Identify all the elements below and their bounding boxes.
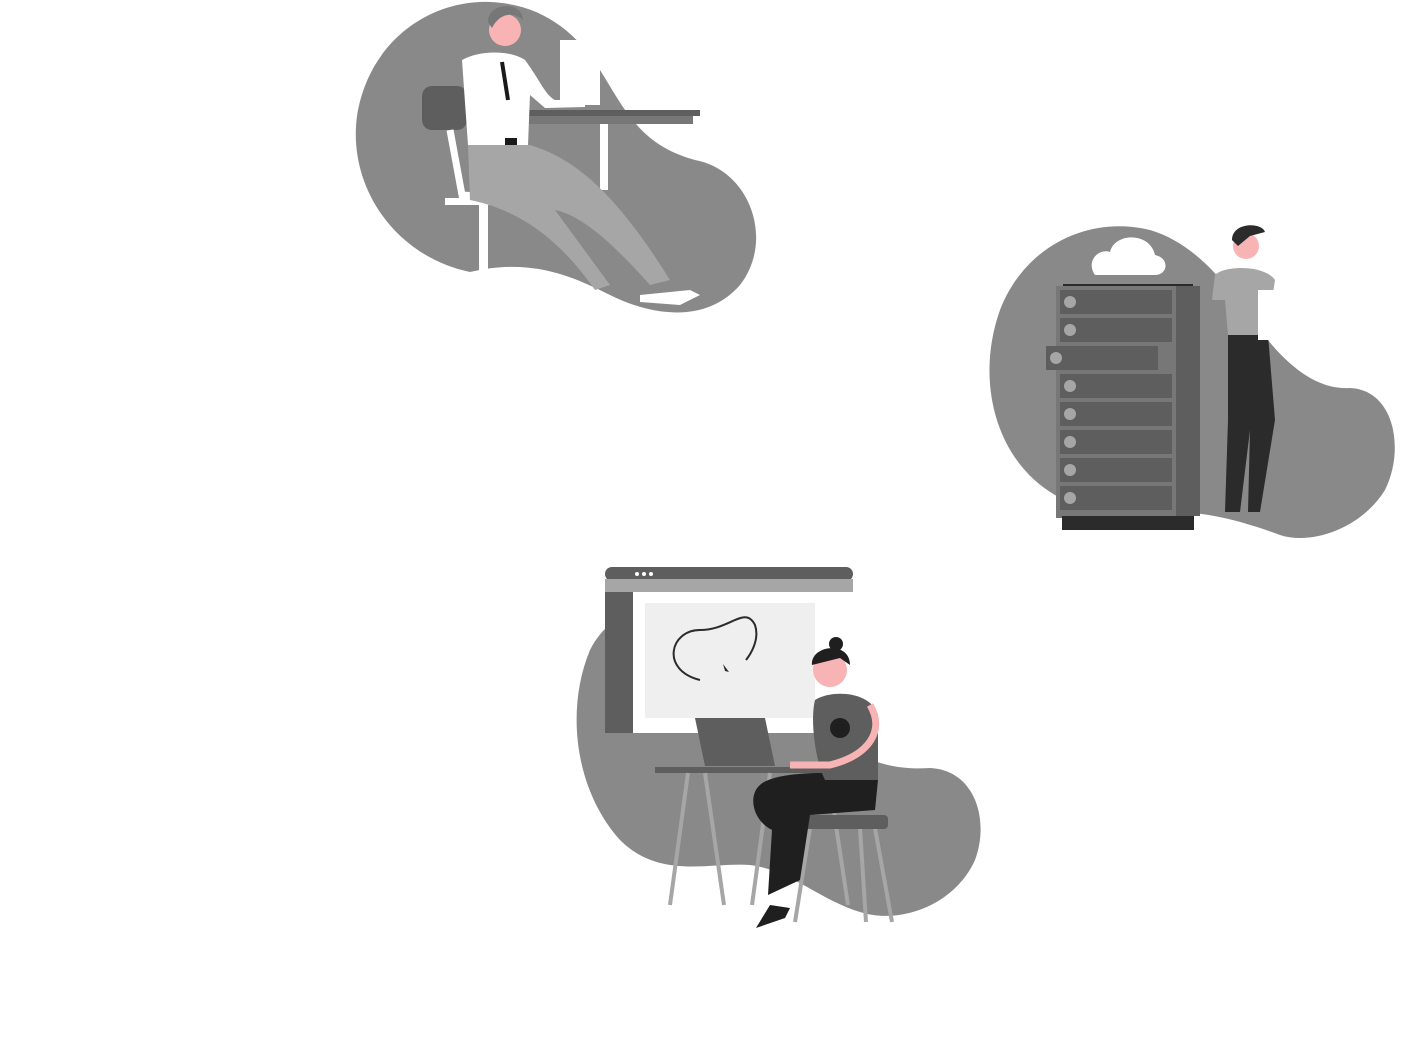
head (489, 14, 521, 46)
hair-bun (829, 637, 843, 651)
woman-hair (811, 648, 850, 665)
rack-base (1062, 516, 1194, 530)
shirt (462, 52, 585, 145)
desk-top-under (470, 116, 693, 124)
window-dots-icon (635, 572, 653, 576)
tie (500, 61, 510, 101)
monitor (560, 40, 600, 105)
tool-sidebar (605, 592, 633, 733)
document (1258, 290, 1298, 340)
person-legs (1225, 335, 1275, 512)
canvas-area (645, 603, 815, 718)
browser-titlebar (605, 567, 853, 581)
rack-side (1175, 286, 1200, 516)
server-rack-illustration (989, 225, 1395, 538)
server-lights (1050, 296, 1076, 504)
drawn-curve (672, 616, 758, 681)
shoe (756, 905, 790, 928)
shirt-logo (830, 718, 850, 738)
chair-back (422, 86, 467, 130)
cloud-icon (1091, 237, 1166, 275)
man-at-desk-illustration (355, 1, 757, 313)
desk-leg (600, 120, 608, 190)
hair (488, 5, 523, 28)
woman-arm (790, 703, 880, 769)
belt (505, 138, 517, 145)
laptop (695, 718, 775, 766)
stool-seat (805, 815, 888, 829)
cursor-icon (723, 664, 729, 672)
legs (468, 145, 670, 290)
chair-leg (479, 140, 488, 272)
person-hair (1232, 225, 1265, 246)
rack-top (1063, 284, 1193, 287)
laptop-whiteboard-illustration (576, 567, 981, 928)
server-units (1046, 290, 1172, 510)
browser-toolbar (605, 579, 853, 592)
woman-legs (753, 773, 878, 895)
woman-shirt (813, 693, 878, 780)
desk-top (463, 110, 700, 116)
table-top (655, 767, 845, 773)
shoes (640, 290, 700, 305)
